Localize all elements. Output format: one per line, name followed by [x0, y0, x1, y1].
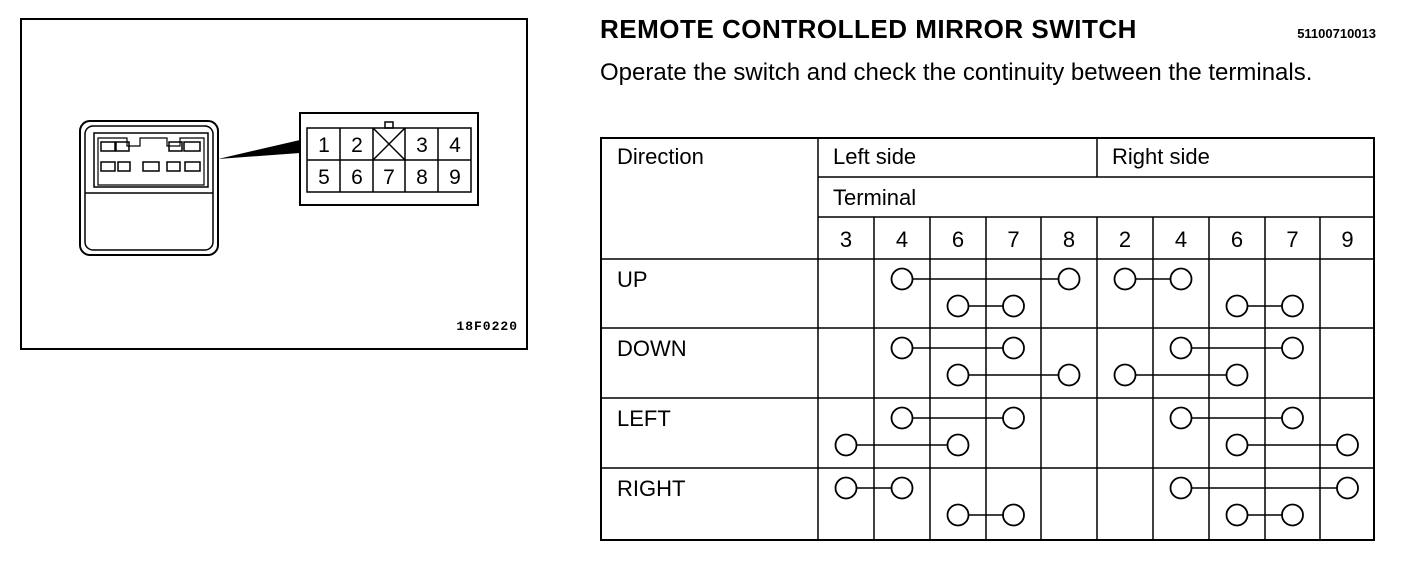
continuity-terminal-mark	[1002, 336, 1025, 360]
continuity-terminal-mark	[1225, 433, 1249, 457]
continuity-terminal-mark	[1281, 406, 1304, 430]
continuity-terminal-mark	[1225, 294, 1249, 318]
terminal-number: 4	[895, 227, 909, 252]
pin-1: 1	[318, 134, 330, 157]
continuity-table: Direction Left side Right side Terminal …	[600, 137, 1375, 541]
terminal-number: 9	[1341, 227, 1354, 252]
connector-diagram: 1 2 3 4 5 6 7 8 9	[79, 112, 479, 256]
page-title: REMOTE CONTROLLED MIRROR SWITCH	[600, 14, 1137, 44]
continuity-terminal-mark	[1281, 503, 1304, 527]
right-side-header: Right side	[1112, 144, 1210, 169]
continuity-terminal-mark	[1336, 433, 1359, 457]
terminal-header: Terminal	[833, 185, 917, 210]
row-label: RIGHT	[617, 476, 686, 501]
continuity-terminal-mark	[1057, 363, 1081, 387]
continuity-terminal-mark	[1225, 503, 1249, 527]
continuity-terminal-mark	[1281, 336, 1304, 360]
continuity-terminal-mark	[890, 406, 914, 430]
pointer-wedge	[218, 140, 300, 159]
instruction-text: Operate the switch and check the continu…	[600, 59, 1313, 86]
row-label: LEFT	[617, 406, 671, 431]
continuity-terminal-mark	[1169, 336, 1193, 360]
continuity-terminal-mark	[1169, 267, 1193, 291]
row-label: DOWN	[617, 336, 687, 361]
table-grid	[600, 137, 1375, 541]
pin-5: 5	[318, 166, 330, 189]
connector-figure: 1 2 3 4 5 6 7 8 9 18F0220	[20, 18, 528, 350]
continuity-terminal-mark	[1002, 503, 1025, 527]
continuity-terminal-mark	[1336, 476, 1359, 500]
terminal-number: 7	[1286, 227, 1299, 252]
pin-6: 6	[351, 166, 363, 189]
continuity-terminal-mark	[890, 267, 914, 291]
continuity-terminal-mark	[1057, 267, 1081, 291]
terminal-number: 6	[1230, 227, 1244, 252]
pin-7: 7	[383, 166, 395, 189]
continuity-terminal-mark	[1113, 363, 1137, 387]
continuity-terminal-mark	[1169, 476, 1193, 500]
terminal-number: 8	[1062, 227, 1076, 252]
continuity-terminal-mark	[946, 294, 970, 318]
table-border	[600, 137, 1375, 541]
terminal-number: 3	[839, 227, 853, 252]
figure-code: 18F0220	[456, 319, 518, 334]
continuity-terminal-mark	[1281, 294, 1304, 318]
continuity-terminal-mark	[946, 363, 970, 387]
terminal-number: 6	[951, 227, 965, 252]
continuity-terminal-mark	[1002, 406, 1025, 430]
continuity-terminal-mark	[834, 476, 858, 500]
pin-4: 4	[449, 134, 461, 157]
direction-header: Direction	[617, 144, 704, 169]
terminal-number: 7	[1007, 227, 1020, 252]
pin-2: 2	[351, 134, 363, 157]
pin-3: 3	[416, 134, 428, 157]
pin-9: 9	[449, 166, 461, 189]
continuity-terminal-mark	[1225, 363, 1249, 387]
continuity-terminal-mark	[1169, 406, 1193, 430]
left-side-header: Left side	[833, 144, 917, 169]
continuity-terminal-mark	[946, 503, 970, 527]
terminal-number: 2	[1118, 227, 1132, 252]
continuity-terminal-mark	[834, 433, 858, 457]
continuity-terminal-mark	[890, 336, 914, 360]
row-label: UP	[617, 267, 648, 292]
continuity-terminal-mark	[1113, 267, 1137, 291]
continuity-terminal-mark	[890, 476, 914, 500]
switch-body	[79, 120, 219, 256]
terminal-number: 4	[1174, 227, 1188, 252]
pin-8: 8	[416, 166, 428, 189]
continuity-terminal-mark	[1002, 294, 1025, 318]
continuity-terminal-mark	[946, 433, 970, 457]
document-code: 51100710013	[1297, 26, 1376, 41]
